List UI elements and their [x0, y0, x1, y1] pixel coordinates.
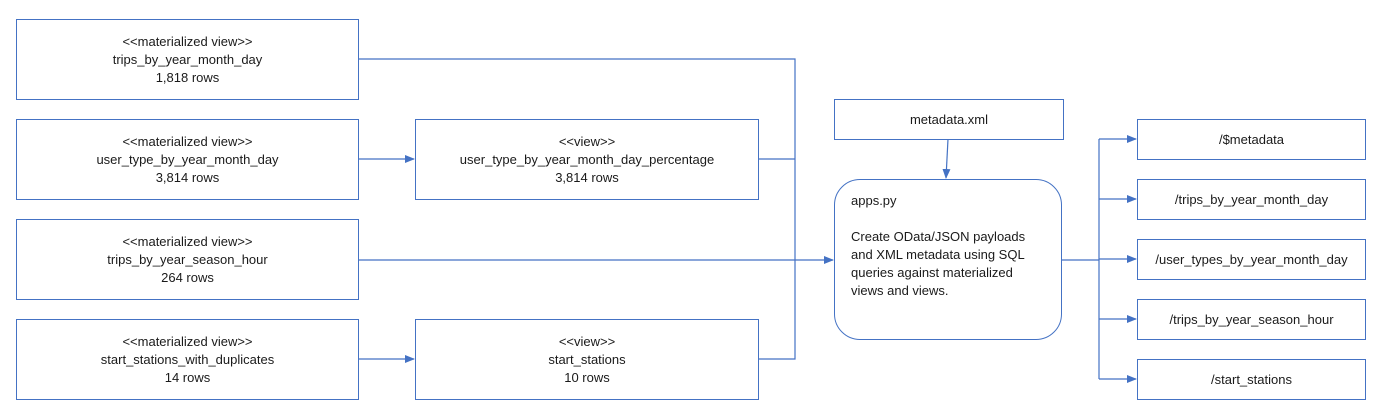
apps-py-process: apps.py Create OData/JSON payloads and X… — [834, 179, 1062, 340]
view-start-stations: <<view>> start_stations 10 rows — [415, 319, 759, 400]
mv-trips-by-year-month-day: <<materialized view>> trips_by_year_mont… — [16, 19, 359, 100]
connector-stations-view-to-bus — [758, 259, 796, 360]
mv-trips-by-year-season-hour: <<materialized view>> trips_by_year_seas… — [16, 219, 359, 300]
mv-stereotype: <<materialized view>> — [122, 233, 253, 249]
mv-stereotype: <<materialized view>> — [122, 33, 253, 49]
metadata-file-name: metadata.xml — [909, 111, 989, 127]
mv-row-count: 3,814 rows — [155, 169, 220, 185]
view-name: user_type_by_year_month_day_percentage — [459, 151, 715, 167]
mv-name: trips_by_year_month_day — [112, 51, 263, 67]
view-stereotype: <<view>> — [558, 333, 616, 349]
mv-name: start_stations_with_duplicates — [100, 351, 275, 367]
endpoint-path: /user_types_by_year_month_day — [1155, 251, 1348, 267]
endpoint-user-types-by-year-month-day: /user_types_by_year_month_day — [1137, 239, 1366, 280]
endpoint-path: /$metadata — [1218, 131, 1285, 147]
connector-metadata-to-app — [942, 138, 951, 179]
connector-trips-mv-to-bus — [358, 58, 796, 259]
view-row-count: 10 rows — [564, 369, 610, 385]
view-row-count: 3,814 rows — [555, 169, 619, 185]
view-name: start_stations — [548, 351, 626, 367]
mv-row-count: 1,818 rows — [155, 69, 220, 85]
mv-name: user_type_by_year_month_day — [96, 151, 279, 167]
view-user-type-percentage: <<view>> user_type_by_year_month_day_per… — [415, 119, 759, 200]
mv-row-count: 14 rows — [164, 369, 211, 385]
app-description: Create OData/JSON payloads and XML metad… — [851, 229, 1026, 298]
view-stereotype: <<view>> — [558, 133, 616, 149]
mv-stereotype: <<materialized view>> — [122, 333, 253, 349]
endpoint-path: /trips_by_year_season_hour — [1169, 311, 1334, 327]
endpoint-trips-by-year-season-hour: /trips_by_year_season_hour — [1137, 299, 1366, 340]
mv-name: trips_by_year_season_hour — [107, 251, 268, 267]
endpoint-path: /start_stations — [1211, 371, 1292, 387]
endpoint-trips-by-year-month-day: /trips_by_year_month_day — [1137, 179, 1366, 220]
mv-row-count: 264 rows — [161, 269, 214, 285]
mv-stereotype: <<materialized view>> — [122, 133, 253, 149]
endpoint-start-stations: /start_stations — [1137, 359, 1366, 400]
mv-start-stations-with-duplicates: <<materialized view>> start_stations_wit… — [16, 319, 359, 400]
app-title: apps.py — [851, 193, 897, 208]
endpoint-metadata: /$metadata — [1137, 119, 1366, 160]
endpoint-path: /trips_by_year_month_day — [1174, 191, 1329, 207]
metadata-xml-file: metadata.xml — [834, 99, 1064, 140]
mv-user-type-by-year-month-day: <<materialized view>> user_type_by_year_… — [16, 119, 359, 200]
